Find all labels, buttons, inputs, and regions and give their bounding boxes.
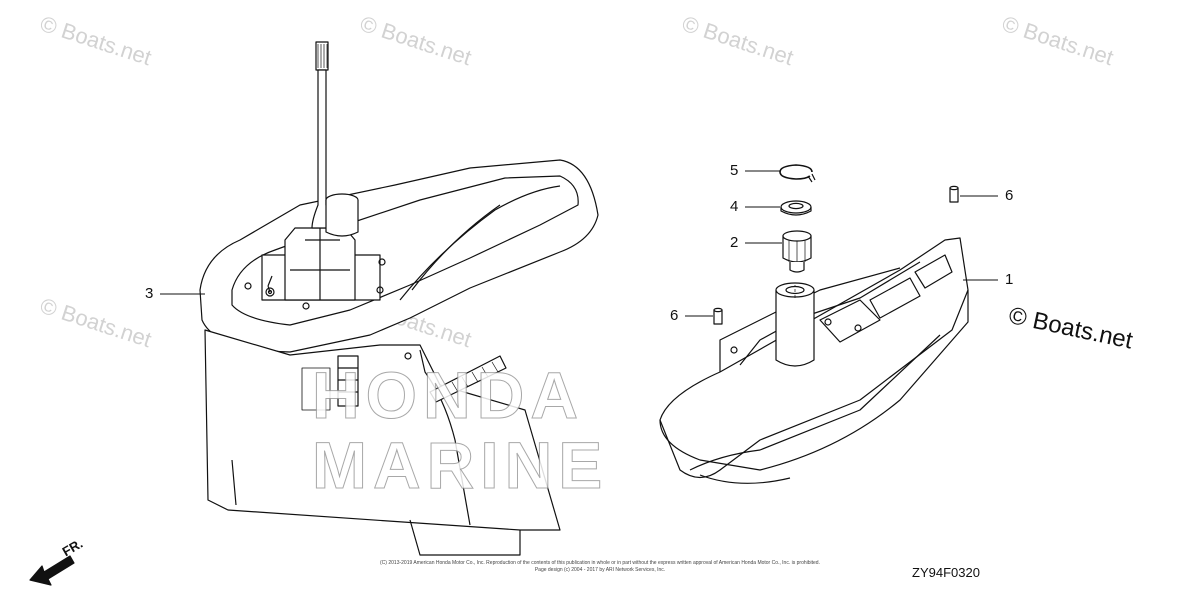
- front-direction-arrow: [29, 555, 75, 586]
- callout-6-upper[interactable]: 6: [1005, 187, 1014, 204]
- brand-overlay-line2: MARINE: [311, 428, 609, 502]
- seal-part-4: [780, 200, 812, 216]
- brand-overlay-line1: HONDA: [311, 358, 584, 432]
- callout-5[interactable]: 5: [730, 162, 739, 179]
- skeg-part-1: [659, 237, 969, 484]
- callout-6-lower[interactable]: 6: [670, 307, 679, 324]
- brand-overlay: HONDA MARINE: [311, 358, 609, 502]
- gear-case-part-3: [199, 41, 599, 556]
- diagram-code: ZY94F0320: [912, 565, 980, 580]
- dowel-pin-part-6-upper: [949, 185, 959, 203]
- callout-2[interactable]: 2: [730, 234, 739, 251]
- collar-part-2: [782, 230, 812, 273]
- snap-ring-part-5: [779, 164, 816, 183]
- callout-4[interactable]: 4: [730, 198, 739, 215]
- callout-3[interactable]: 3: [145, 285, 154, 302]
- dowel-pin-part-6-lower: [713, 307, 723, 325]
- copyright-notice: (C) 2013-2019 American Honda Motor Co., …: [380, 560, 820, 573]
- callout-1[interactable]: 1: [1005, 271, 1014, 288]
